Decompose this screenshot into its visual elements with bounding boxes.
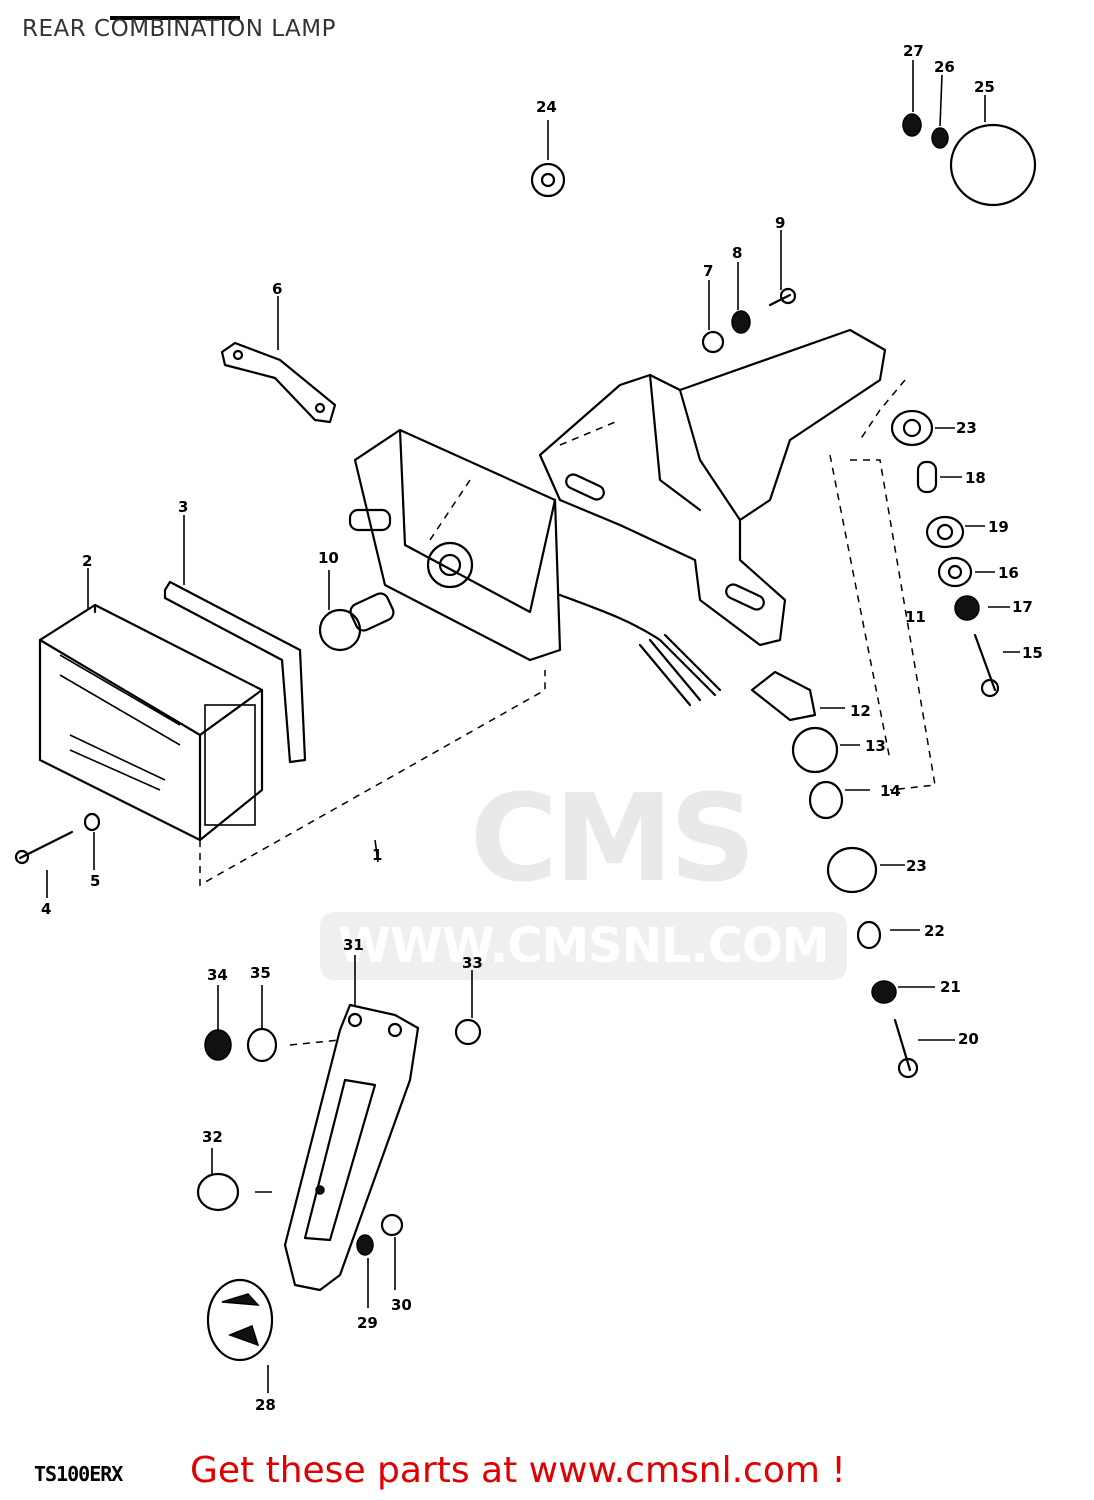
svg-text:18: 18 bbox=[965, 469, 986, 487]
svg-text:11: 11 bbox=[905, 608, 926, 626]
svg-text:1: 1 bbox=[372, 846, 382, 864]
svg-text:23: 23 bbox=[956, 419, 977, 437]
svg-text:15: 15 bbox=[1022, 644, 1043, 662]
wire-harness bbox=[558, 593, 722, 707]
svg-text:13: 13 bbox=[865, 737, 886, 755]
lens-gasket[interactable] bbox=[163, 580, 307, 764]
svg-text:29: 29 bbox=[357, 1314, 378, 1332]
svg-text:35: 35 bbox=[250, 964, 271, 982]
svg-text:31: 31 bbox=[343, 936, 364, 954]
svg-text:26: 26 bbox=[934, 58, 955, 76]
tail-lamp-lens[interactable] bbox=[38, 603, 264, 842]
lamp-housing[interactable] bbox=[348, 428, 562, 662]
svg-text:17: 17 bbox=[1012, 598, 1033, 616]
bracket-6[interactable] bbox=[220, 341, 337, 424]
svg-text:28: 28 bbox=[255, 1396, 276, 1414]
page-title: REAR COMBINATION LAMP bbox=[22, 16, 337, 42]
title-overline bbox=[110, 16, 240, 20]
svg-text:24: 24 bbox=[536, 98, 557, 116]
svg-text:21: 21 bbox=[940, 978, 961, 996]
svg-text:8: 8 bbox=[732, 244, 742, 262]
svg-text:33: 33 bbox=[462, 954, 483, 972]
svg-text:27: 27 bbox=[903, 42, 924, 60]
svg-text:2: 2 bbox=[82, 552, 92, 570]
bulb[interactable] bbox=[318, 591, 396, 652]
watermark-logo: CMS bbox=[470, 770, 756, 909]
svg-text:6: 6 bbox=[272, 280, 282, 298]
svg-text:10: 10 bbox=[318, 549, 339, 567]
svg-text:30: 30 bbox=[391, 1296, 412, 1314]
plate-bracket[interactable] bbox=[283, 1003, 420, 1292]
svg-text:34: 34 bbox=[207, 966, 228, 984]
callout-labels: 1 2 3 4 5 6 7 8 9 10 11 12 13 14 15 16 1… bbox=[41, 42, 1043, 1414]
small-parts[interactable] bbox=[14, 113, 1037, 1362]
svg-text:4: 4 bbox=[41, 900, 51, 918]
leader-lines bbox=[46, 60, 1020, 1393]
promo-link[interactable]: Get these parts at www.cmsnl.com ! bbox=[190, 1450, 846, 1491]
svg-text:14: 14 bbox=[880, 782, 901, 800]
fender-bracket[interactable] bbox=[538, 328, 887, 647]
svg-text:16: 16 bbox=[998, 564, 1019, 582]
svg-text:5: 5 bbox=[90, 872, 100, 890]
svg-text:23: 23 bbox=[906, 857, 927, 875]
svg-text:22: 22 bbox=[924, 922, 945, 940]
svg-text:7: 7 bbox=[703, 262, 713, 280]
svg-text:25: 25 bbox=[974, 78, 995, 96]
svg-text:20: 20 bbox=[958, 1030, 979, 1048]
svg-text:32: 32 bbox=[202, 1128, 223, 1146]
svg-text:19: 19 bbox=[988, 518, 1009, 536]
svg-text:3: 3 bbox=[178, 498, 188, 516]
model-code: TS100ERX bbox=[34, 1462, 123, 1486]
svg-text:12: 12 bbox=[850, 702, 871, 720]
svg-text:9: 9 bbox=[775, 214, 785, 232]
watermark-url: WWW.CMSNL.COM bbox=[320, 912, 847, 980]
